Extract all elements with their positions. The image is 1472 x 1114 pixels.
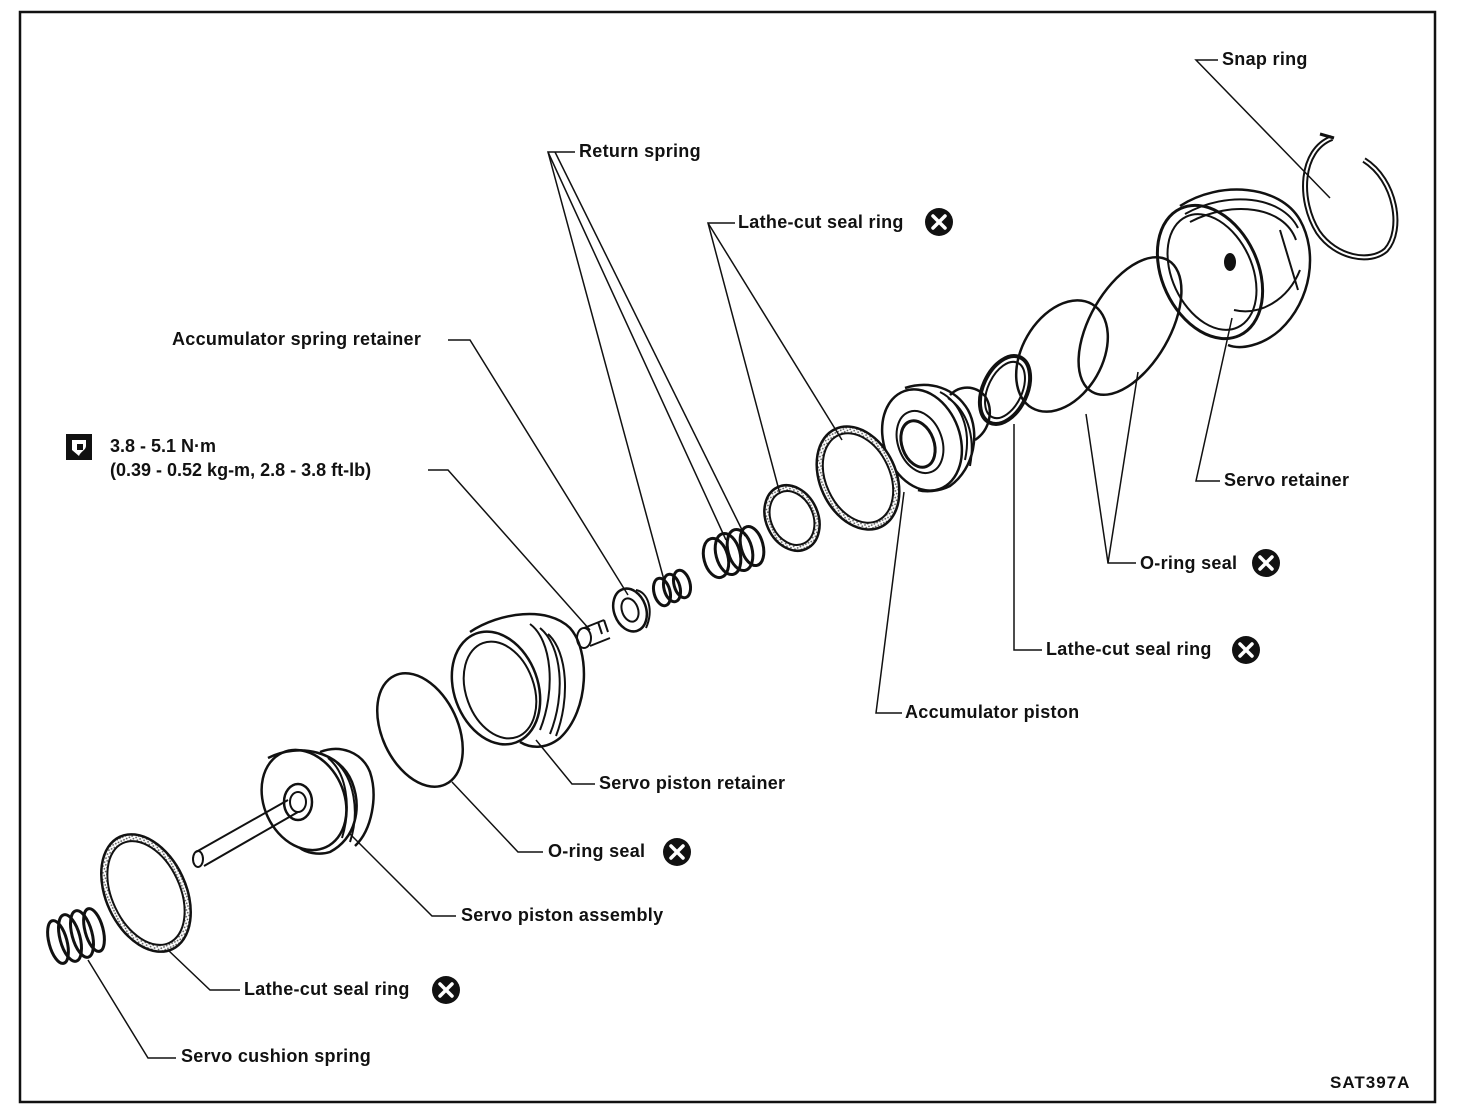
servo-piston-assembly-part [192, 747, 375, 868]
snap-ring-part [1302, 132, 1399, 261]
torque-spec-line1: 3.8 - 5.1 N·m [110, 436, 217, 456]
label-lathe-cut-seal-ring-top: Lathe-cut seal ring [738, 212, 904, 232]
x-circle-icon [1230, 634, 1262, 666]
servo-retainer-part [1155, 188, 1312, 349]
lathe-cut-seal-ring-bottom-part [100, 833, 192, 953]
leader-lines [87, 59, 1331, 1059]
label-servo-retainer: Servo retainer [1224, 470, 1350, 490]
torque-spec-line2: (0.39 - 0.52 kg-m, 2.8 - 3.8 ft-lb) [110, 460, 372, 480]
return-spring-small-part [651, 568, 693, 608]
label-servo-piston-retainer: Servo piston retainer [599, 773, 786, 793]
o-ring-seal-outer [1077, 255, 1183, 397]
label-o-ring-seal-right: O-ring seal [1140, 553, 1238, 573]
o-ring-seal-inner [1014, 299, 1110, 413]
label-return-spring: Return spring [579, 141, 701, 161]
label-servo-cushion-spring: Servo cushion spring [181, 1046, 372, 1066]
o-ring-seal-left-part [375, 672, 465, 788]
x-circle-icon [430, 974, 462, 1006]
label-accumulator-spring-retainer: Accumulator spring retainer [172, 329, 422, 349]
label-snap-ring: Snap ring [1222, 49, 1308, 69]
lathe-cut-seal-ring-right-part [977, 354, 1033, 426]
bolt-part [576, 619, 611, 649]
diagram-frame [18, 10, 1437, 1104]
label-lathe-cut-seal-ring-bottom: Lathe-cut seal ring [244, 979, 410, 999]
lathe-cut-seal-ring-top-part [763, 425, 901, 552]
label-o-ring-seal-left: O-ring seal [548, 841, 646, 861]
x-circle-icon [923, 206, 955, 238]
wrench-icon [66, 434, 92, 460]
x-circle-icon [661, 836, 693, 868]
label-accumulator-piston: Accumulator piston [905, 702, 1080, 722]
servo-piston-retainer-part [450, 612, 586, 748]
accumulator-spring-retainer-part [611, 587, 651, 633]
figure-code: SAT397A [1330, 1073, 1411, 1092]
torque-spec: 3.8 - 5.1 N·m (0.39 - 0.52 kg-m, 2.8 - 3… [110, 434, 371, 482]
label-servo-piston-assembly: Servo piston assembly [461, 905, 664, 925]
return-spring-large-part [701, 524, 766, 580]
label-lathe-cut-seal-ring-right: Lathe-cut seal ring [1046, 639, 1212, 659]
servo-cushion-spring-part [46, 907, 106, 965]
x-circle-icon [1250, 547, 1282, 579]
